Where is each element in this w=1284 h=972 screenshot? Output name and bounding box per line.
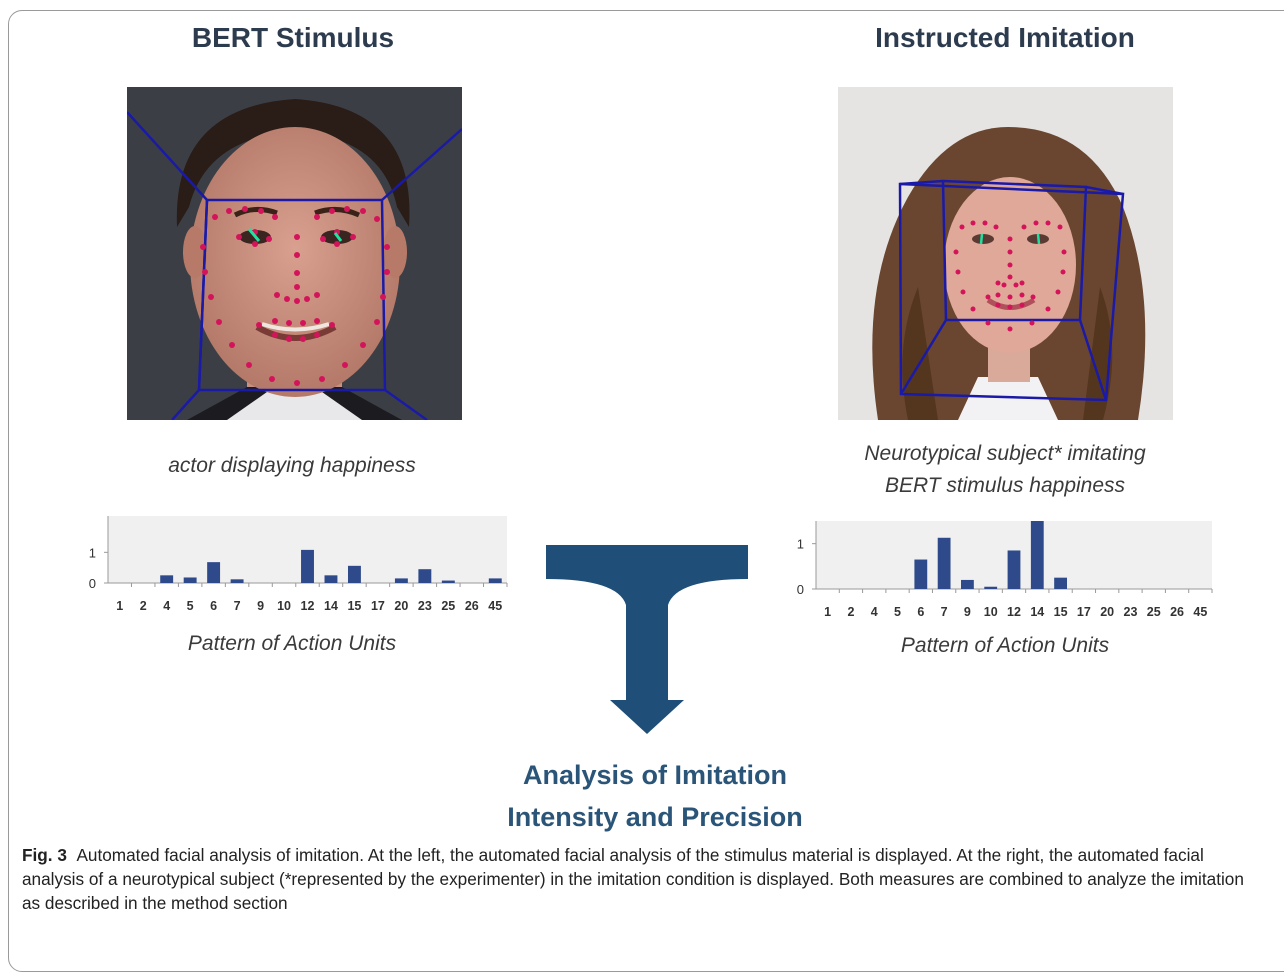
- merge-arrow-icon: [546, 545, 748, 734]
- bar-au-12: [301, 549, 314, 583]
- bar-au-15: [347, 565, 361, 583]
- y-tick-label: 1: [89, 545, 96, 560]
- x-tick-label-7: 7: [234, 599, 241, 613]
- bar-au-45: [488, 578, 502, 583]
- x-tick-label-4: 4: [163, 599, 170, 613]
- bar-au-10: [984, 586, 998, 589]
- x-tick-label-12: 12: [1007, 605, 1021, 619]
- x-tick-label-45: 45: [1193, 605, 1207, 619]
- y-tick-label: 1: [797, 537, 804, 552]
- x-tick-label-26: 26: [1170, 605, 1184, 619]
- result-line2: Intensity and Precision: [507, 802, 803, 832]
- x-tick-label-6: 6: [210, 599, 217, 613]
- imitation-face-image: [838, 87, 1173, 420]
- bar-au-20: [394, 578, 408, 583]
- bar-au-6: [207, 562, 221, 583]
- bar-au-4: [160, 575, 174, 583]
- left-axis-title: Pattern of Action Units: [187, 632, 397, 655]
- x-tick-label-5: 5: [894, 605, 901, 619]
- x-tick-label-23: 23: [1124, 605, 1138, 619]
- x-tick-label-26: 26: [465, 599, 479, 613]
- x-tick-label-7: 7: [941, 605, 948, 619]
- bar-au-9: [961, 579, 974, 589]
- x-tick-label-25: 25: [1147, 605, 1161, 619]
- right-caption-line1: Neurotypical subject* imitating: [864, 442, 1146, 465]
- x-tick-label-4: 4: [871, 605, 878, 619]
- x-tick-label-15: 15: [347, 599, 361, 613]
- y-tick-label: 0: [797, 582, 804, 597]
- x-tick-label-1: 1: [116, 599, 123, 613]
- figure-caption-text: Automated facial analysis of imitation. …: [22, 845, 1244, 913]
- x-tick-label-20: 20: [1100, 605, 1114, 619]
- bar-au-25: [441, 580, 455, 583]
- x-tick-label-12: 12: [301, 599, 315, 613]
- x-tick-label-10: 10: [277, 599, 291, 613]
- x-tick-label-10: 10: [984, 605, 998, 619]
- x-tick-label-15: 15: [1054, 605, 1068, 619]
- x-tick-label-20: 20: [394, 599, 408, 613]
- bar-au-14: [1030, 521, 1044, 589]
- left-panel-title: BERT Stimulus: [191, 22, 395, 53]
- bar-au-23: [418, 569, 432, 583]
- x-tick-label-17: 17: [371, 599, 385, 613]
- stimulus-face-image: [127, 87, 462, 420]
- bar-au-15: [1054, 577, 1067, 589]
- bar-au-7: [937, 537, 951, 589]
- x-tick-label-23: 23: [418, 599, 432, 613]
- bar-au-7: [230, 579, 244, 583]
- result-line1: Analysis of Imitation: [522, 760, 788, 790]
- x-tick-label-9: 9: [964, 605, 971, 619]
- y-tick-label: 0: [89, 576, 96, 591]
- bar-au-6: [914, 559, 928, 589]
- x-tick-label-1: 1: [824, 605, 831, 619]
- right-caption-line2: BERT stimulus happiness: [884, 474, 1126, 497]
- x-tick-label-2: 2: [847, 605, 854, 619]
- x-tick-label-6: 6: [917, 605, 924, 619]
- x-tick-label-17: 17: [1077, 605, 1091, 619]
- left-caption: actor displaying happiness: [168, 454, 416, 477]
- bar-au-14: [324, 575, 338, 583]
- figure-label: Fig. 3: [22, 845, 67, 865]
- x-tick-label-25: 25: [441, 599, 455, 613]
- x-tick-label-14: 14: [324, 599, 338, 613]
- x-tick-label-2: 2: [140, 599, 147, 613]
- figure-caption: Fig. 3 Automated facial analysis of imit…: [22, 843, 1262, 915]
- x-tick-label-5: 5: [187, 599, 194, 613]
- bar-au-5: [183, 577, 197, 583]
- right-axis-title: Pattern of Action Units: [900, 634, 1110, 657]
- x-tick-label-14: 14: [1030, 605, 1044, 619]
- x-tick-label-9: 9: [257, 599, 264, 613]
- right-panel-title: Instructed Imitation: [875, 22, 1135, 53]
- bar-au-12: [1007, 550, 1021, 589]
- x-tick-label-45: 45: [488, 599, 502, 613]
